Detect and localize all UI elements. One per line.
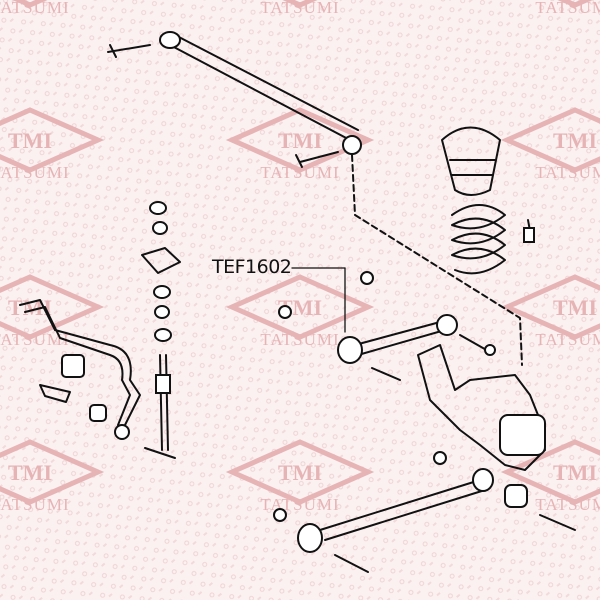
tmi-logo-diamond: [0, 107, 105, 173]
watermark-brand: TATSUMI: [535, 163, 600, 182]
watermark-logo: TMI: [278, 128, 322, 153]
rear-knuckle: [417, 344, 546, 471]
watermark-logo: TMI: [553, 460, 597, 485]
watermark-brand: TATSUMI: [535, 0, 600, 17]
watermark-brand: TATSUMI: [535, 495, 600, 514]
tmi-logo-diamond: [500, 274, 600, 340]
tmi-logo-diamond: [282, 0, 318, 8]
watermark-grid: TMI TATSUMI TMI TATSUMI TMI TATSUMI TMI TATSUMI…: [0, 0, 600, 514]
part-number-callout: TEF1602: [212, 256, 292, 278]
tmi-logo-diamond: [0, 274, 105, 340]
coil-spring: [441, 126, 535, 275]
watermark-tile: TMI TATSUMI: [225, 107, 375, 182]
watermark-brand: TATSUMI: [0, 495, 70, 514]
watermark-logo: TMI: [553, 295, 597, 320]
tmi-logo-diamond: [12, 0, 48, 8]
watermark-brand: TATSUMI: [0, 163, 70, 182]
watermark-brand: TATSUMI: [535, 330, 600, 349]
watermark-brand: TATSUMI: [260, 163, 339, 182]
watermark-tile: TMI TATSUMI: [500, 439, 600, 514]
watermark-brand: TATSUMI: [0, 330, 70, 349]
tmi-logo-diamond: [500, 107, 600, 173]
watermark-tile: TMI TATSUMI: [0, 439, 105, 514]
stabilizer-link: [141, 201, 181, 459]
watermark-brand: TATSUMI: [260, 0, 339, 17]
watermark-tile: TMI TATSUMI: [500, 274, 600, 349]
tmi-logo-diamond: [225, 439, 375, 505]
stabilizer-bar: [19, 299, 141, 440]
watermark-logo: TMI: [278, 460, 322, 485]
watermark-logo: TMI: [8, 128, 52, 153]
tmi-logo-diamond: [500, 439, 600, 505]
tmi-logo-diamond: [0, 439, 105, 505]
tmi-logo-diamond: [225, 107, 375, 173]
watermark-logo: TMI: [553, 128, 597, 153]
watermark-brand: TATSUMI: [0, 0, 70, 17]
watermark-brand: TATSUMI: [260, 330, 339, 349]
watermark-logo: TMI: [8, 460, 52, 485]
lower-control-rod: [273, 468, 576, 573]
upper-control-rod: [107, 31, 523, 366]
lower-control-arm-tef1602: [278, 271, 496, 381]
tmi-logo-diamond: [557, 0, 593, 8]
watermark-tile: TMI TATSUMI: [500, 107, 600, 182]
watermark-tile: TMI TATSUMI: [0, 107, 105, 182]
